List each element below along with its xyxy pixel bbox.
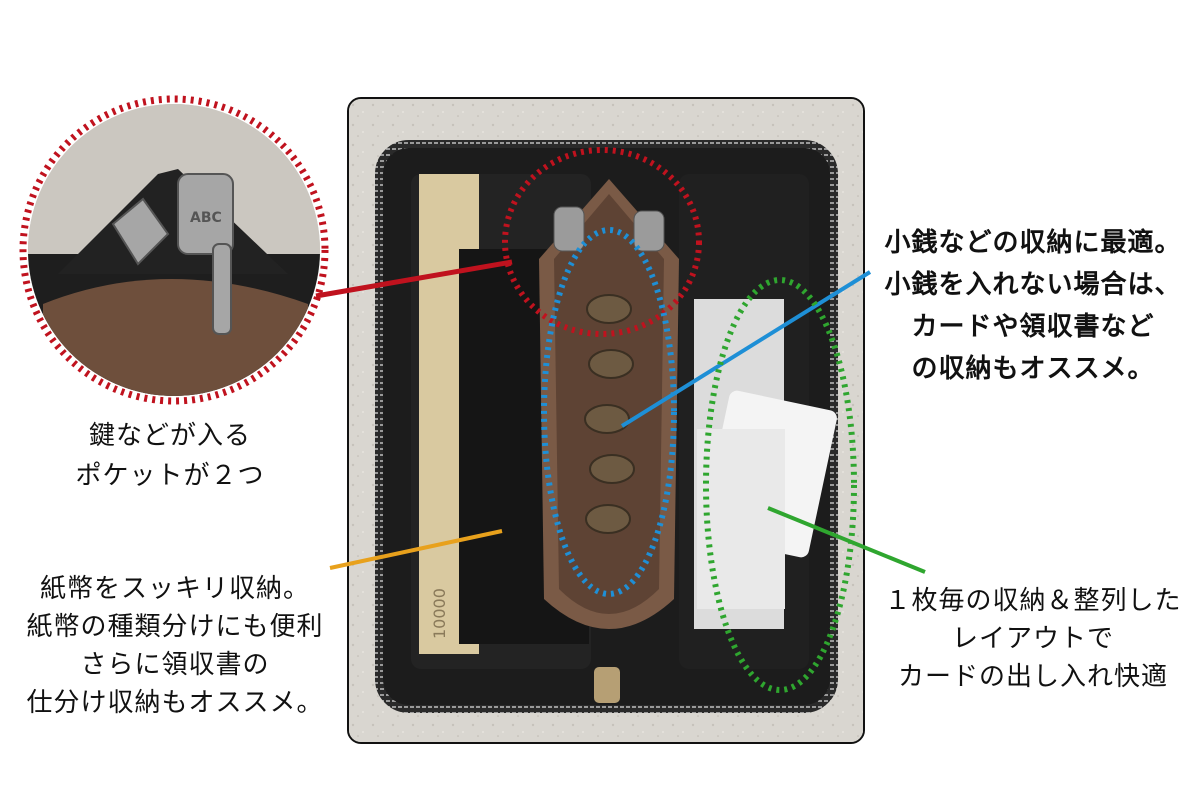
key-leader-line (315, 259, 513, 299)
coin-leader-line (620, 270, 872, 428)
keys (553, 206, 665, 252)
keys-zoom-outline (19, 95, 329, 405)
coin-area-outline (541, 227, 677, 597)
callout-keys: 鍵などが入る ポケットが２つ (75, 421, 265, 491)
card-leader-line (767, 506, 926, 574)
keys-closeup: ABC (28, 104, 320, 396)
bills-leader-line (329, 529, 503, 570)
card-area-outline (703, 277, 857, 693)
key-pocket-outline (502, 147, 702, 337)
key-brand-mark: ABC (190, 210, 222, 226)
wallet-illustration: 10000 (349, 99, 863, 742)
callout-coins: 小銭などの収納に最適。 小銭を入れない場合は、 カードや領収書など の収納もオス… (884, 228, 1182, 384)
callout-cards: １枚毎の収納＆整列した レイアウトで カードの出し入れ快適 (884, 586, 1182, 692)
coins (584, 294, 635, 534)
banknote-mark: 10000 (430, 588, 449, 639)
wallet-photo: 10000 (347, 97, 865, 744)
zipper-pull (594, 667, 620, 703)
key-large (177, 173, 234, 255)
callout-bills: 紙幣をスッキリ収納。 紙幣の種類分けにも便利 さらに領収書の 仕分け収納もオスス… (26, 574, 324, 718)
key-small (111, 197, 170, 266)
